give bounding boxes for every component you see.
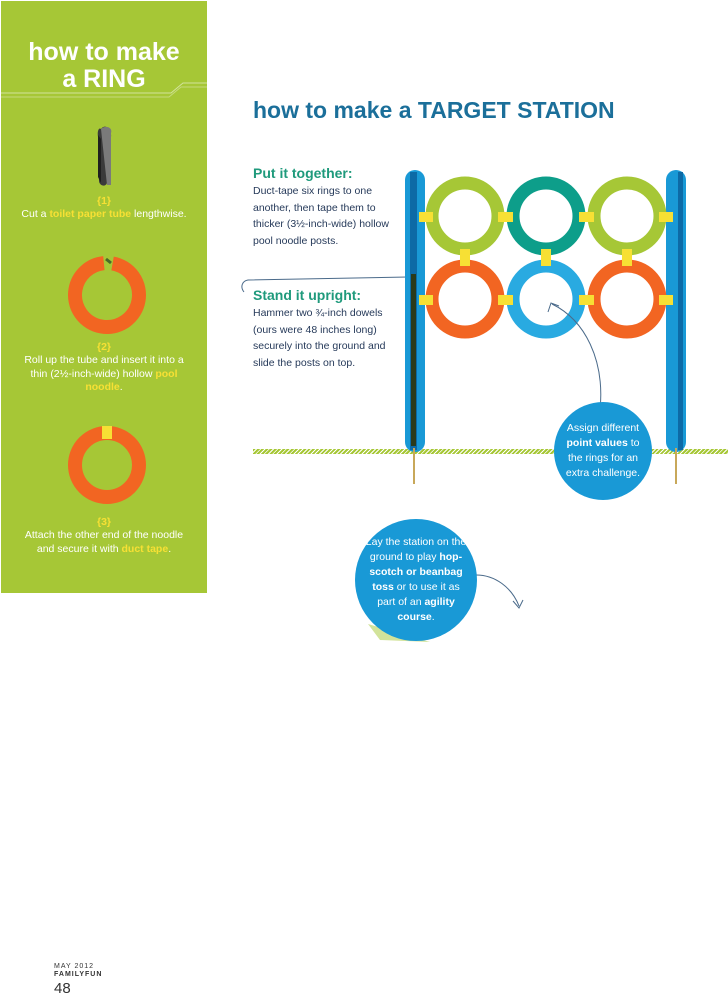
dowel-pointer-arrow [241, 276, 409, 293]
right-post [666, 170, 686, 484]
lay-down-arrow [473, 574, 520, 607]
ring-bottom-left [425, 259, 505, 339]
ring-top-left [425, 176, 505, 256]
put-together-text: Duct-tape six rings to one another, then… [253, 185, 389, 247]
step-1-number: {1} [96, 195, 111, 207]
sidebar-decoration [1, 82, 207, 504]
ring-instructions-sidebar: how to make a RING {1} Cut a toilet pape… [1, 1, 207, 593]
issue-date: MAY 2012 [54, 963, 95, 970]
stand-upright-heading: Stand it upright: [253, 287, 362, 303]
lay-station-bubble: Lay the station on the ground to play ho… [355, 519, 477, 641]
page-number: 48 [54, 980, 71, 997]
target-station-title: how to make a TARGET STATION [253, 97, 615, 123]
stand-upright-text: Hammer two ¾-inch dowels (ours were 48 i… [253, 307, 386, 369]
duct-tape-joins [419, 212, 673, 305]
ring-top-middle [506, 176, 586, 256]
point-values-arrow [551, 303, 602, 411]
magazine-name: FAMILYFUN [54, 971, 103, 978]
point-values-bubble: Assign different point values to the rin… [554, 402, 652, 500]
ring-bottom-right [587, 259, 667, 339]
ring-title: how to make a RING [28, 38, 180, 93]
step-2-number: {2} [96, 341, 111, 353]
put-together-heading: Put it together: [253, 165, 353, 181]
ring-top-right [587, 176, 667, 256]
step-2-text: Roll up the tube and insert it into a th… [24, 354, 184, 393]
ring-bottom-middle [506, 259, 586, 339]
left-post [405, 170, 425, 484]
step-1-text: Cut a toilet paper tube lengthwise. [21, 208, 187, 220]
step-3-number: {3} [96, 516, 111, 528]
noodle-ring-taped-icon [68, 426, 146, 504]
toilet-paper-tube-icon [97, 126, 112, 186]
noodle-ring-open-icon [68, 256, 146, 334]
ground-line [253, 449, 728, 454]
step-3-text: Attach the other end of the noodle and s… [24, 529, 184, 555]
